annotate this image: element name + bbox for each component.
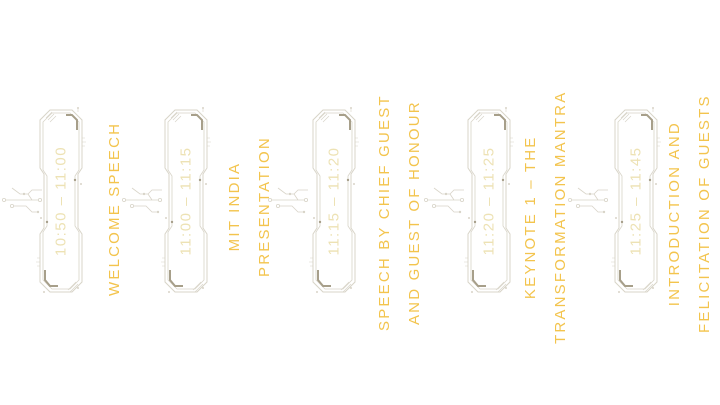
agenda-title-line: FELICITATION OF GUESTS <box>696 94 713 333</box>
agenda-title: INTRODUCTION AND FELICITATION OF GUESTS <box>660 94 720 333</box>
time-slot: 11:20 – 11:25 <box>480 146 498 256</box>
circuit-connector-icon <box>567 180 609 220</box>
agenda-title: KEYNOTE 1 – THE TRANSFORMATION MANTRA <box>516 91 576 344</box>
agenda-title: SPEECH BY CHIEF GUEST AND GUEST OF HONOU… <box>370 94 430 331</box>
circuit-connector-icon <box>267 180 309 220</box>
circuit-frame-icon: 11:20 – 11:25 <box>464 107 514 294</box>
agenda-title-line: TRANSFORMATION MANTRA <box>552 90 569 344</box>
agenda-title: MIT INDIA PRESENTATION <box>220 136 280 277</box>
circuit-frame-icon: 11:25 – 11:45 <box>611 107 661 294</box>
agenda-title-line: MIT INDIA <box>226 161 243 252</box>
agenda-title-line: PRESENTATION <box>256 136 273 277</box>
time-slot: 11:15 – 11:20 <box>325 146 343 256</box>
time-slot: 10:50 – 11:00 <box>52 145 70 257</box>
circuit-frame-icon: 11:00 – 11:15 <box>161 107 211 294</box>
circuit-connector-icon <box>423 180 465 220</box>
agenda-title-line: INTRODUCTION AND <box>666 121 683 307</box>
time-slot: 11:25 – 11:45 <box>627 146 645 256</box>
agenda-title-line: SPEECH BY CHIEF GUEST <box>376 94 393 331</box>
agenda-item: 10:50 – 11:00 WELCOME SPEECH <box>0 0 140 405</box>
circuit-frame-icon: 11:15 – 11:20 <box>309 107 359 294</box>
agenda-title-line: KEYNOTE 1 – THE <box>522 135 539 300</box>
agenda-title: WELCOME SPEECH <box>100 122 130 296</box>
circuit-connector-icon <box>1 180 43 220</box>
circuit-frame-icon: 10:50 – 11:00 <box>36 107 86 294</box>
agenda-title-line: WELCOME SPEECH <box>106 121 123 296</box>
time-slot: 11:00 – 11:15 <box>177 146 195 256</box>
agenda-title-line: AND GUEST OF HONOUR <box>406 100 423 326</box>
